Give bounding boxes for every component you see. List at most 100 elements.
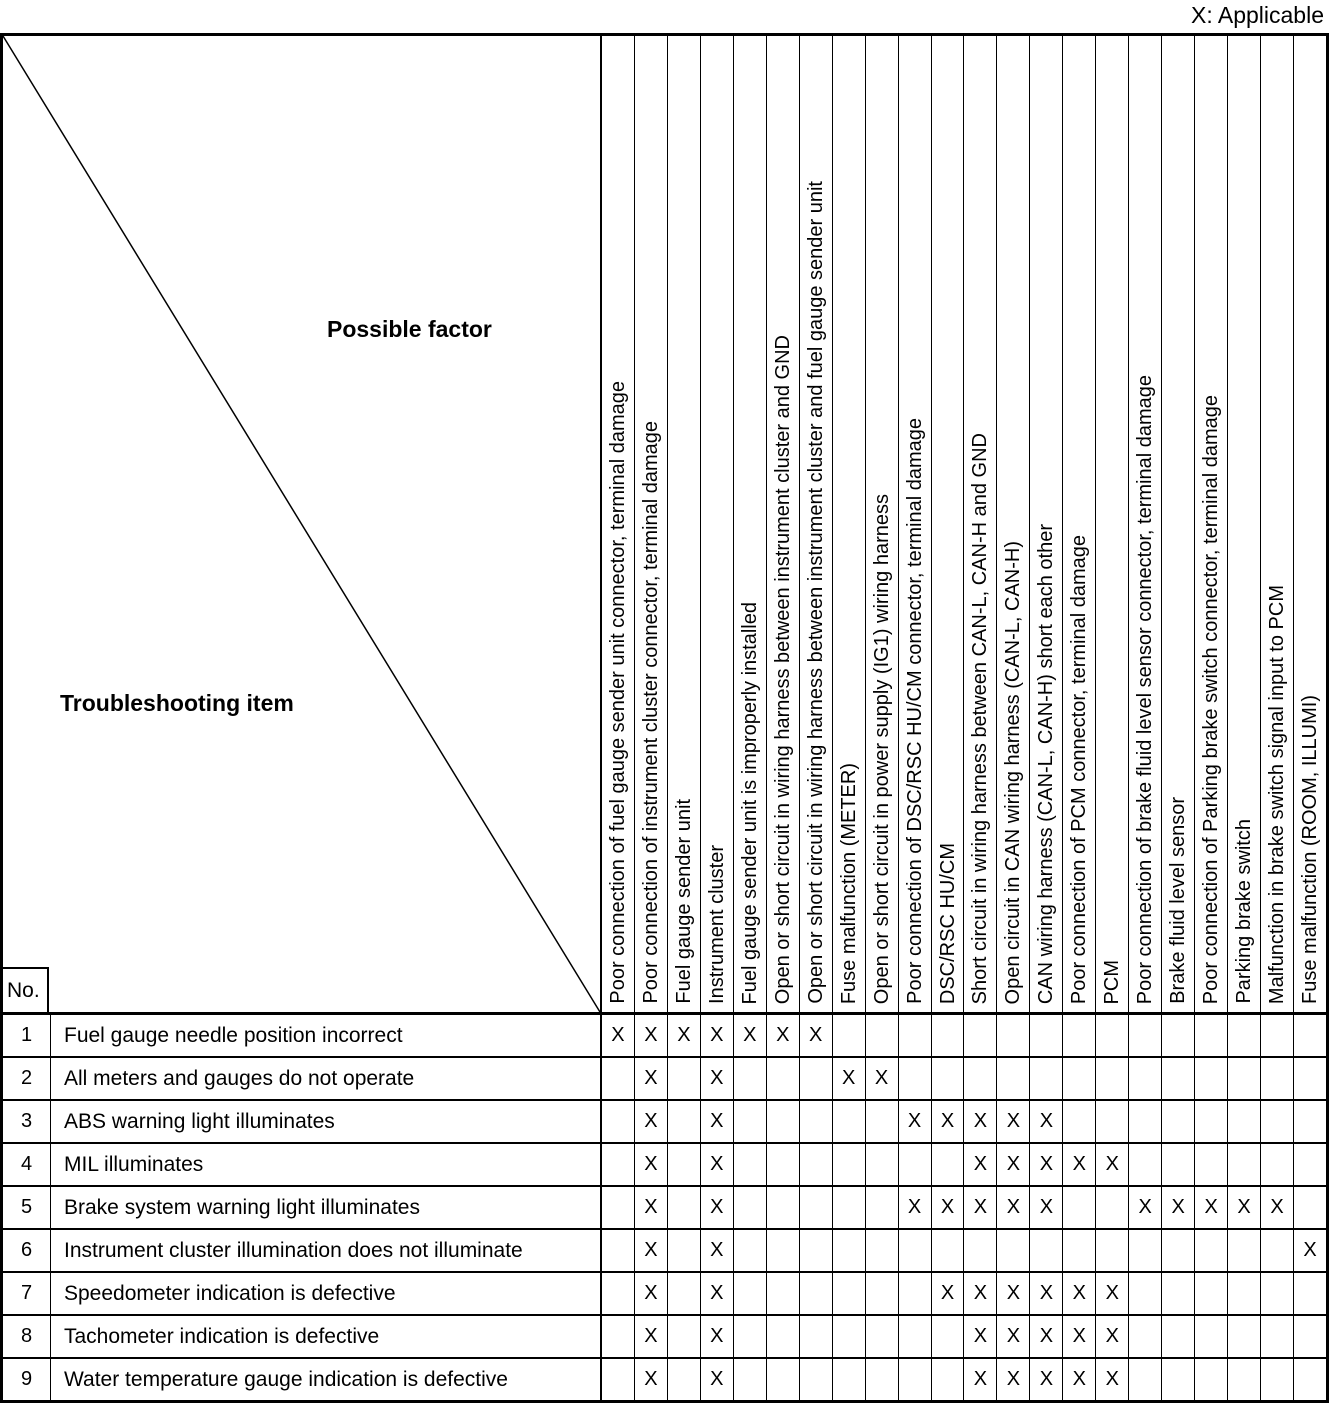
mark-cell: X — [1063, 1144, 1097, 1185]
mark-cell — [1129, 1316, 1163, 1357]
mark-cell — [1162, 1058, 1196, 1099]
mark-cell — [1294, 1187, 1326, 1228]
mark-cell — [800, 1058, 833, 1099]
mark-cell: X — [635, 1144, 668, 1185]
mark-cell: X — [932, 1187, 965, 1228]
mark-cell — [767, 1144, 800, 1185]
mark-cell: X — [1096, 1273, 1130, 1314]
mark-cell — [800, 1273, 833, 1314]
mark-cell: X — [635, 1187, 668, 1228]
mark-cell: X — [635, 1230, 668, 1271]
mark-cell — [767, 1187, 800, 1228]
mark-cell — [668, 1273, 701, 1314]
mark-cell — [932, 1359, 965, 1400]
mark-cell — [767, 1359, 800, 1400]
mark-cell — [734, 1101, 767, 1142]
mark-cell: X — [1063, 1359, 1097, 1400]
mark-cell: X — [1096, 1144, 1130, 1185]
mark-cell: X — [964, 1359, 998, 1400]
row-number-cell: 7 — [3, 1273, 51, 1314]
factor-column-header: Poor connection of brake fluid level sen… — [1129, 36, 1163, 1012]
mark-cell — [800, 1187, 833, 1228]
row-number-cell: 9 — [3, 1359, 51, 1400]
mark-cell: X — [964, 1316, 998, 1357]
mark-cell: X — [997, 1101, 1031, 1142]
mark-cell — [1228, 1144, 1262, 1185]
factor-column-label: Fuel gauge sender unit — [672, 799, 695, 1004]
mark-cell — [1030, 1230, 1064, 1271]
mark-cell — [866, 1273, 899, 1314]
mark-cell — [1096, 1058, 1130, 1099]
mark-cell — [1228, 1359, 1262, 1400]
mark-cell — [767, 1101, 800, 1142]
factor-column-label: Fuse malfunction (ROOM, ILLUMI) — [1298, 695, 1321, 1004]
factor-column-header: CAN wiring harness (CAN-L, CAN-H) short … — [1030, 36, 1064, 1012]
mark-cell — [1294, 1273, 1326, 1314]
mark-cell — [602, 1187, 635, 1228]
row-number-cell: 4 — [3, 1144, 51, 1185]
mark-cell: X — [997, 1273, 1031, 1314]
mark-cell — [1195, 1101, 1229, 1142]
mark-cell: X — [997, 1187, 1031, 1228]
mark-cell — [866, 1101, 899, 1142]
mark-cell: X — [635, 1316, 668, 1357]
mark-cell — [1063, 1101, 1097, 1142]
mark-cell — [1261, 1359, 1295, 1400]
factor-column-label: Open or short circuit in wiring harness … — [771, 334, 794, 1004]
mark-cell — [866, 1230, 899, 1271]
factor-column-label: DSC/RSC HU/CM — [936, 842, 959, 1004]
row-item-cell: All meters and gauges do not operate — [51, 1058, 602, 1099]
mark-cell — [602, 1144, 635, 1185]
mark-cell — [1228, 1316, 1262, 1357]
mark-cell — [997, 1058, 1031, 1099]
factor-column-label: Poor connection of instrument cluster co… — [639, 421, 662, 1004]
mark-cell — [1096, 1230, 1130, 1271]
factor-column-header: DSC/RSC HU/CM — [932, 36, 965, 1012]
row-item-cell: Speedometer indication is defective — [51, 1273, 602, 1314]
mark-cell: X — [701, 1015, 734, 1056]
factor-column-label: Malfunction in brake switch signal input… — [1266, 584, 1289, 1004]
mark-cell — [1195, 1273, 1229, 1314]
mark-cell: X — [1030, 1187, 1064, 1228]
mark-cell — [932, 1144, 965, 1185]
mark-cell — [1162, 1273, 1196, 1314]
mark-cell: X — [833, 1058, 866, 1099]
mark-cell — [1228, 1101, 1262, 1142]
mark-cell: X — [1030, 1273, 1064, 1314]
row-number-cell: 6 — [3, 1230, 51, 1271]
factor-column-header: Poor connection of fuel gauge sender uni… — [602, 36, 635, 1012]
mark-cell — [1195, 1359, 1229, 1400]
mark-cell — [602, 1058, 635, 1099]
mark-cell: X — [964, 1273, 998, 1314]
mark-cell — [668, 1144, 701, 1185]
mark-cell: X — [932, 1101, 965, 1142]
factor-column-header: Fuel gauge sender unit is improperly ins… — [734, 36, 767, 1012]
mark-cell — [1195, 1230, 1229, 1271]
mark-cell — [800, 1144, 833, 1185]
mark-cell: X — [1129, 1187, 1163, 1228]
mark-cell — [1162, 1230, 1196, 1271]
mark-cell: X — [668, 1015, 701, 1056]
mark-cell — [668, 1230, 701, 1271]
mark-cell — [833, 1144, 866, 1185]
mark-cell — [899, 1144, 932, 1185]
mark-cell — [668, 1058, 701, 1099]
mark-cell — [932, 1058, 965, 1099]
row-item-cell: ABS warning light illuminates — [51, 1101, 602, 1142]
diagonal-corner-cell: Possible factor Troubleshooting item No. — [3, 36, 602, 1012]
mark-cell — [866, 1187, 899, 1228]
mark-cell — [602, 1101, 635, 1142]
mark-cell: X — [701, 1273, 734, 1314]
mark-cell — [767, 1273, 800, 1314]
mark-cell: X — [1063, 1273, 1097, 1314]
mark-cell: X — [1228, 1187, 1262, 1228]
row-item-cell: Fuel gauge needle position incorrect — [51, 1015, 602, 1056]
mark-cell — [767, 1058, 800, 1099]
mark-cell — [602, 1359, 635, 1400]
factor-column-header: Open or short circuit in wiring harness … — [800, 36, 833, 1012]
possible-factor-label: Possible factor — [327, 316, 492, 342]
factor-column-label: Fuel gauge sender unit is improperly ins… — [738, 601, 761, 1004]
mark-cell — [899, 1230, 932, 1271]
